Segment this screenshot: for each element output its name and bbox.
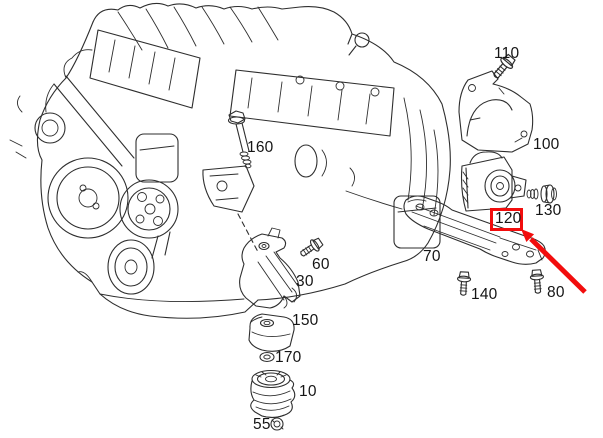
bolt-130-drawing (526, 184, 557, 204)
bracket-30-drawing (239, 227, 301, 309)
part-label-60: 60 (312, 256, 330, 273)
part-label-110: 110 (494, 45, 520, 62)
engine-drawing (9, 2, 451, 319)
bolt-80-drawing (529, 269, 546, 295)
nut-55-drawing (270, 417, 284, 431)
part-label-70: 70 (423, 248, 441, 265)
part-label-100: 100 (533, 136, 560, 153)
highlight-box (490, 208, 523, 231)
part-label-120: 120 (495, 210, 522, 227)
bolt-140-drawing (456, 271, 472, 297)
part-label-170: 170 (275, 349, 302, 366)
part-label-150: 150 (292, 312, 319, 329)
shield-150-drawing (248, 313, 295, 352)
mount-120-drawing (460, 151, 527, 212)
part-label-80: 80 (547, 284, 565, 301)
part-label-55: 55 (253, 416, 271, 433)
part-label-160: 160 (247, 139, 274, 156)
mount-10-drawing (250, 369, 296, 419)
bracket-100-drawing (458, 70, 534, 153)
highlight-arrow (521, 229, 587, 294)
part-label-130: 130 (535, 202, 562, 219)
part-label-10: 10 (299, 383, 317, 400)
part-label-140: 140 (471, 286, 498, 303)
bolt-160-drawing (227, 110, 252, 169)
crossmember-70-drawing (403, 195, 546, 265)
washer-170-drawing (259, 351, 275, 363)
part-label-30: 30 (296, 273, 314, 290)
